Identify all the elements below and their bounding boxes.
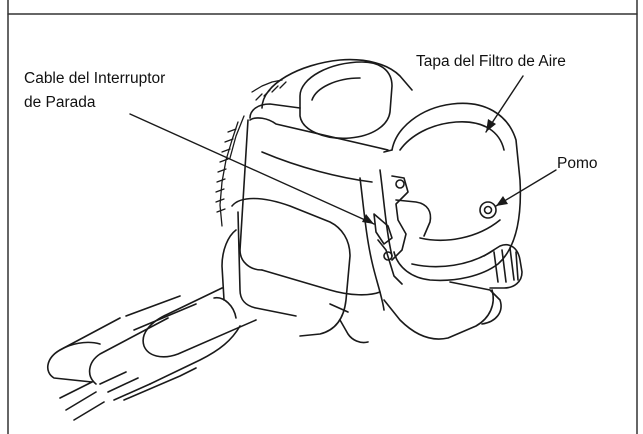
figure-frame — [7, 0, 638, 434]
label-stop-switch-cable-line1: Cable del Interruptor — [24, 70, 166, 87]
air-filter-cover — [383, 102, 522, 282]
arrowhead-air-filter — [486, 119, 496, 132]
grip-housing — [221, 197, 351, 337]
cooling-fins — [215, 79, 287, 227]
stop-switch-area — [359, 169, 494, 340]
arrowhead-stop-cable — [362, 214, 374, 224]
label-stop-switch-cable-line2: de Parada — [24, 94, 96, 111]
drive-shaft — [47, 287, 257, 421]
engine-housing — [239, 58, 413, 296]
arrowhead-knob — [496, 196, 508, 206]
label-air-filter-cover: Tapa del Filtro de Aire — [416, 53, 566, 70]
leader-stop-cable — [129, 113, 375, 225]
label-knob: Pomo — [557, 155, 598, 172]
fuel-cap — [329, 244, 523, 344]
leader-lines — [129, 75, 557, 225]
leader-knob — [495, 169, 557, 207]
